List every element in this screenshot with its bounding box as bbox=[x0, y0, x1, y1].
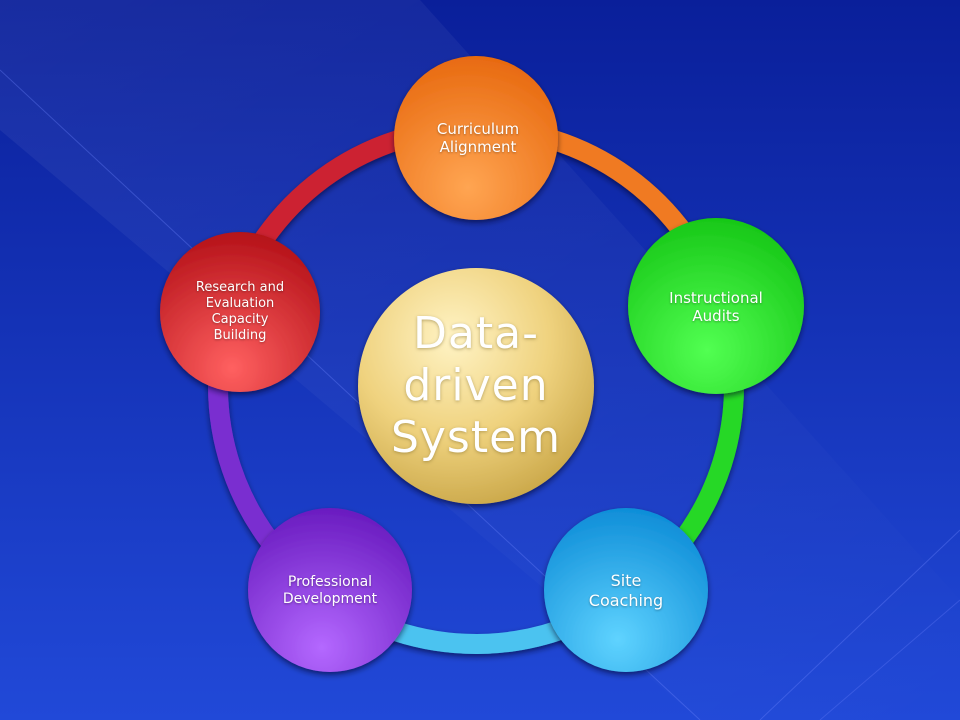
node-label-curriculum: Curriculum Alignment bbox=[436, 119, 520, 156]
background-diagonal-line-2 bbox=[759, 529, 960, 720]
node-circles bbox=[160, 56, 804, 672]
center-circle bbox=[358, 268, 594, 504]
node-circle-curriculum bbox=[394, 56, 558, 220]
node-label-coaching: Site Coaching bbox=[588, 571, 664, 610]
node-circle-coaching bbox=[544, 508, 708, 672]
node-circle-research bbox=[160, 232, 320, 392]
background-diagonal-line-3 bbox=[819, 599, 960, 720]
center-label: Data- driven System bbox=[390, 308, 562, 463]
node-label-audits: Instructional Audits bbox=[669, 288, 763, 325]
node-circle-audits bbox=[628, 218, 804, 394]
node-circle-professional bbox=[248, 508, 412, 672]
node-label-professional: Professional Development bbox=[282, 573, 378, 607]
node-label-research: Research and Evaluation Capacity Buildin… bbox=[195, 280, 285, 343]
